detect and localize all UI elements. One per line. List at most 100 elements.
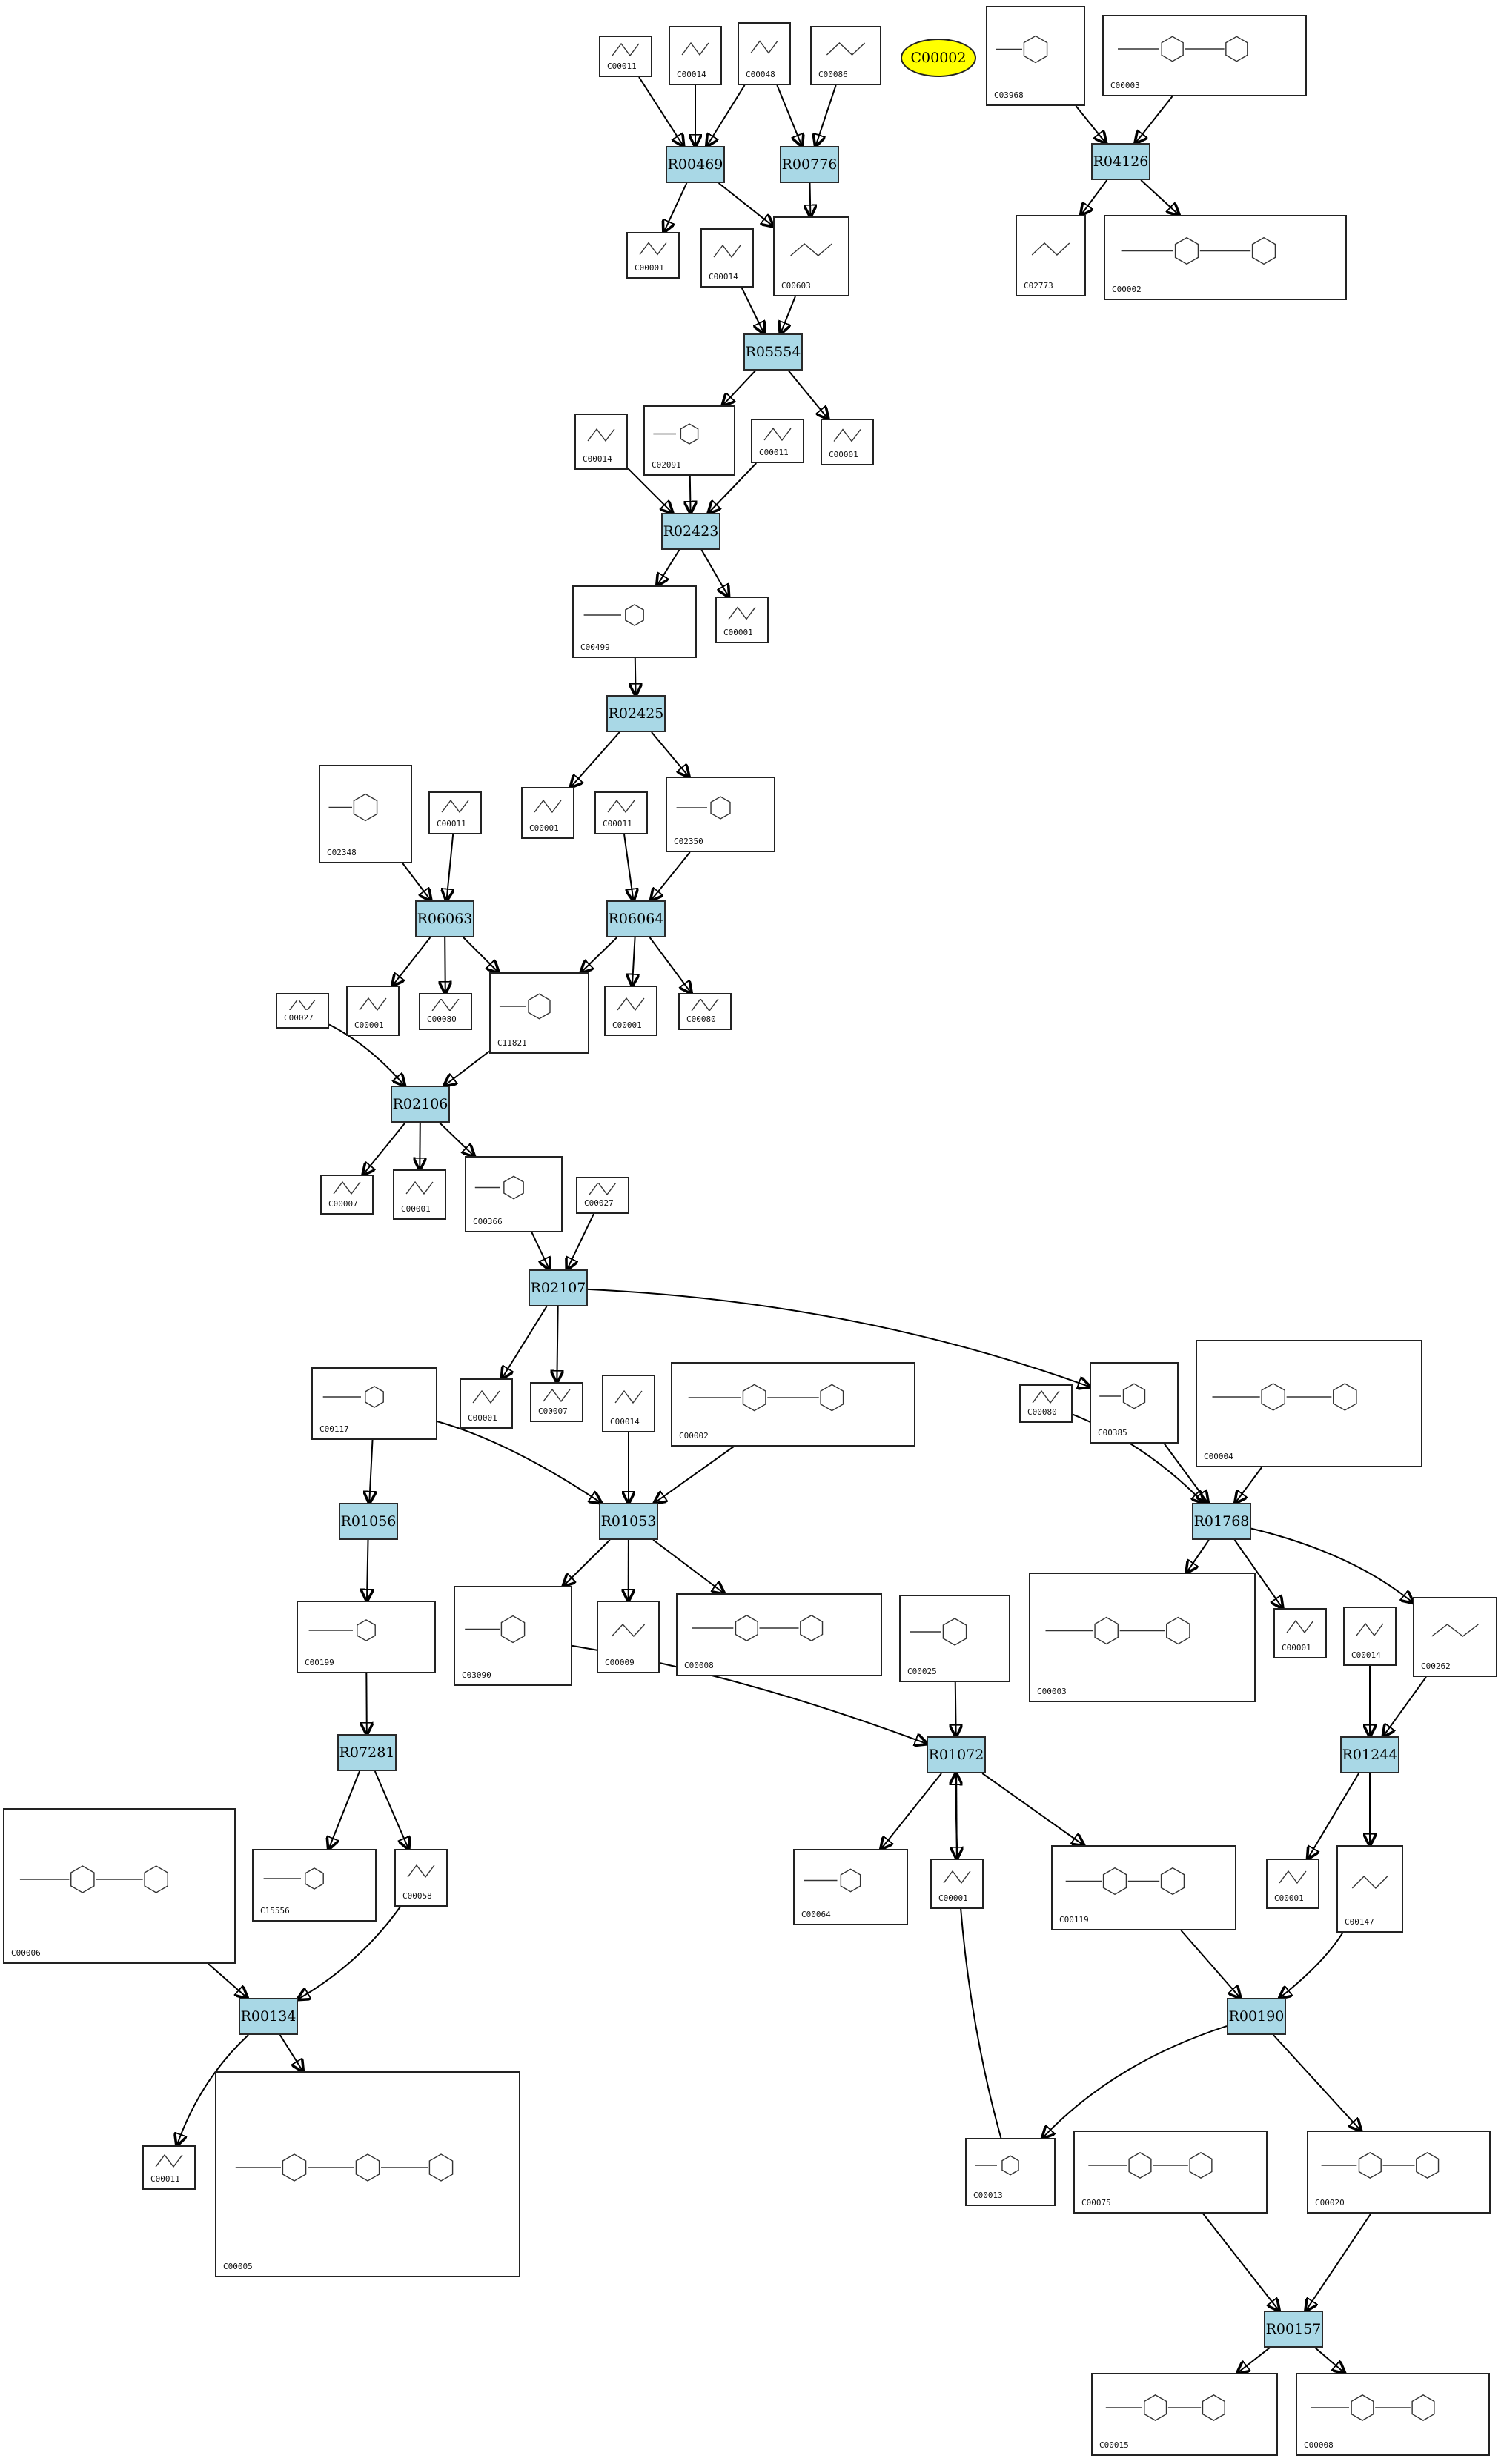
compound-id: C00014	[677, 70, 706, 79]
compound-node[interactable]: C00001	[521, 787, 574, 839]
compound-node[interactable]: C00015	[1091, 2373, 1278, 2456]
compound-node[interactable]: C02348	[319, 765, 412, 863]
compound-node[interactable]: C00001	[460, 1378, 513, 1429]
structure-drawing	[975, 2155, 1019, 2176]
compound-node[interactable]: C02773	[1016, 215, 1086, 296]
compound-node[interactable]: C00014	[1343, 1607, 1397, 1666]
compound-node[interactable]: C00014	[669, 26, 722, 85]
reaction-edge	[369, 1439, 372, 1503]
compound-id: C00385	[1098, 1428, 1127, 1438]
compound-node[interactable]: C00020	[1307, 2131, 1491, 2214]
compound-node[interactable]: C00008	[676, 1593, 882, 1676]
compound-node[interactable]: C00006	[3, 1808, 236, 1964]
compound-id: C00011	[150, 2174, 180, 2184]
reaction-node[interactable]: R00157	[1264, 2311, 1323, 2348]
compound-node[interactable]: C00385	[1090, 1362, 1179, 1444]
compound-node[interactable]: C00366	[465, 1156, 563, 1232]
structure-drawing	[1321, 2152, 1440, 2179]
compound-node[interactable]: C00001	[393, 1169, 446, 1220]
reaction-node[interactable]: R06064	[606, 900, 666, 937]
reaction-node[interactable]: R06063	[415, 900, 474, 937]
compound-node[interactable]: C00117	[311, 1367, 437, 1440]
compound-node[interactable]: C00011	[142, 2145, 196, 2190]
compound-node[interactable]: C00001	[715, 597, 769, 643]
compound-node[interactable]: C02350	[666, 777, 775, 852]
compound-node[interactable]: C00001	[604, 986, 657, 1036]
oxygen-structure	[536, 1388, 577, 1403]
compound-node[interactable]: C00011	[594, 791, 648, 834]
compound-node[interactable]: C00025	[899, 1595, 1010, 1682]
compound-node[interactable]: C00009	[597, 1601, 660, 1673]
compound-node[interactable]: C00080	[678, 993, 732, 1030]
reaction-node[interactable]: R01053	[599, 1503, 658, 1540]
compound-node[interactable]: C00262	[1413, 1597, 1497, 1677]
reaction-node[interactable]: R02425	[606, 695, 666, 732]
reaction-edge	[1163, 1443, 1208, 1503]
compound-node[interactable]: C03090	[454, 1586, 572, 1686]
reaction-node[interactable]: R01072	[927, 1736, 986, 1773]
reaction-edge	[1314, 2347, 1345, 2373]
compound-node[interactable]: C00005	[215, 2071, 520, 2277]
compound-node[interactable]: C00048	[738, 22, 791, 85]
reaction-node[interactable]: R00190	[1227, 1998, 1286, 2035]
reaction-node[interactable]: R02423	[661, 513, 720, 550]
compound-node[interactable]: C00001	[346, 986, 400, 1036]
compound-id: C00008	[1304, 2440, 1334, 2450]
compound-node[interactable]: C00086	[810, 26, 881, 85]
compound-node[interactable]: C00075	[1073, 2131, 1268, 2214]
reaction-node[interactable]: R02106	[391, 1086, 450, 1123]
compound-node[interactable]: C00603	[773, 216, 849, 296]
compound-node[interactable]: C00014	[602, 1375, 655, 1432]
compound-node[interactable]: C00011	[599, 36, 652, 77]
reaction-edge	[367, 1539, 368, 1601]
highlight-compound-node[interactable]: C00002	[901, 39, 976, 77]
reaction-node[interactable]: R04126	[1091, 143, 1150, 180]
compound-node[interactable]: C00002	[1104, 215, 1347, 300]
compound-node[interactable]: C11821	[489, 972, 589, 1054]
compound-node[interactable]: C00080	[1019, 1384, 1073, 1423]
compound-node[interactable]: C00008	[1296, 2373, 1490, 2456]
compound-node[interactable]: C00003	[1029, 1573, 1256, 1702]
compound-node[interactable]: C00004	[1196, 1340, 1422, 1467]
compound-node[interactable]: C00007	[530, 1382, 583, 1422]
compound-node[interactable]: C02091	[643, 405, 735, 476]
compound-node[interactable]: C00013	[965, 2138, 1056, 2206]
reaction-edge	[1187, 1539, 1210, 1573]
compound-node[interactable]: C00007	[320, 1175, 374, 1215]
compound-node[interactable]: C00014	[700, 228, 754, 288]
compound-id: C00014	[610, 1417, 640, 1427]
compound-node[interactable]: C00064	[793, 1849, 908, 1925]
compound-node[interactable]: C00001	[1266, 1859, 1319, 1909]
compound-node[interactable]: C00011	[751, 419, 804, 463]
reaction-node[interactable]: R01056	[339, 1503, 398, 1540]
compound-node[interactable]: C00002	[671, 1362, 915, 1447]
compound-node[interactable]: C00001	[821, 419, 874, 465]
compound-node[interactable]: C00027	[276, 993, 329, 1029]
reaction-node[interactable]: R00134	[239, 1998, 298, 2035]
compound-node[interactable]: C03968	[986, 6, 1085, 106]
compound-node[interactable]: C00499	[572, 585, 697, 658]
compound-node[interactable]: C00001	[1273, 1608, 1327, 1658]
reaction-node[interactable]: R05554	[743, 333, 803, 371]
compound-node[interactable]: C00027	[576, 1177, 629, 1214]
reaction-node[interactable]: R07281	[337, 1734, 397, 1771]
compound-node[interactable]: C00058	[394, 1849, 448, 1907]
reaction-node[interactable]: R01768	[1192, 1503, 1251, 1540]
reaction-node[interactable]: R00776	[780, 146, 839, 183]
reaction-node[interactable]: R02107	[529, 1269, 588, 1306]
compound-node[interactable]: C00001	[930, 1859, 984, 1909]
reaction-edge	[810, 182, 811, 216]
compound-node[interactable]: C00147	[1336, 1845, 1403, 1933]
urea-structure	[816, 32, 875, 66]
compound-node[interactable]: C15556	[252, 1849, 377, 1922]
reaction-node[interactable]: R01244	[1340, 1736, 1399, 1773]
compound-node[interactable]: C00001	[626, 232, 680, 279]
compound-node[interactable]: C00014	[574, 414, 628, 470]
compound-node[interactable]: C00119	[1051, 1845, 1236, 1930]
reaction-edge	[567, 1213, 594, 1269]
compound-node[interactable]: C00080	[419, 993, 472, 1030]
reaction-node[interactable]: R00469	[666, 146, 725, 183]
compound-node[interactable]: C00003	[1102, 15, 1307, 96]
compound-node[interactable]: C00199	[297, 1601, 436, 1673]
compound-node[interactable]: C00011	[428, 791, 482, 834]
